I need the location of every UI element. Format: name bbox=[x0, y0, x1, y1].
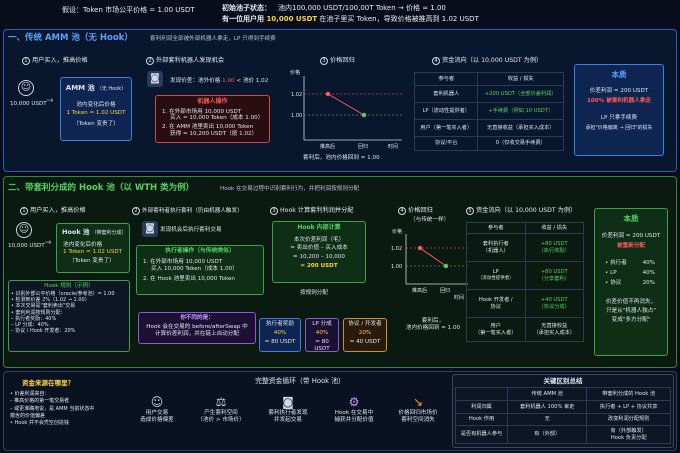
s2-rule-box: Hook 规则（示例） • 识别外部公平价格（oracle/参考池）= 1.00… bbox=[8, 280, 130, 352]
price-line bbox=[419, 247, 447, 267]
tick-1-02: 1.02 bbox=[291, 92, 302, 98]
price-line bbox=[327, 93, 365, 116]
s3-diff-box: 关键区别总结 传统 AMM 池带套利分成的 Hook 池 利润归属套利机器人 1… bbox=[452, 374, 674, 448]
table-row: 套利机器人+200 USDT（全部价差利润） bbox=[413, 85, 564, 103]
s1-bot-find: 发现价差：池外价格 1.00 < 池价 1.02 bbox=[170, 78, 269, 84]
s1-price-chart: 价格 1.02 1.00 推高后 回归 时间 bbox=[290, 69, 402, 150]
point-high bbox=[417, 245, 423, 251]
table-row: Hook 开发者 /协议+40 USDT（协议分成） bbox=[466, 289, 584, 318]
s2-hook-pool-box: Hook 池 （带套利分成） 池内变化后价格 1 Token = 1.02 US… bbox=[56, 223, 130, 273]
s2-price-chart: 价格 1.02 1.00 推高后 回归 时间 bbox=[391, 228, 468, 301]
scale-icon: ⚖ bbox=[215, 395, 227, 409]
table-row: 用户（第一笔买入者）无直接收益（承担买入成本） bbox=[413, 119, 564, 137]
s1-user-amount: 10,000 USDT bbox=[10, 101, 47, 107]
y-label: 价格 bbox=[392, 228, 402, 235]
arrow-icon: → bbox=[44, 238, 52, 248]
s1-amm-pool-box: AMM 池 （无 Hook） 池内变化后价格 1 Token = 1.02 US… bbox=[60, 77, 132, 141]
tick-1-00: 1.00 bbox=[291, 113, 302, 119]
robot-icon: ◙ bbox=[147, 71, 163, 87]
x-label: 时间 bbox=[454, 294, 464, 301]
scenario-text: 有一位用户用 10,000 USDT 在池子里买 Token，导致价格被推高到 … bbox=[222, 15, 479, 23]
user-icon: ☺ bbox=[18, 80, 34, 96]
x-tick-high: 推高后 bbox=[412, 287, 427, 294]
table-row: 利润归属套利机器人 100% 拿走执行者 + LP + 协议共享 bbox=[455, 400, 671, 415]
section1-title: 一、传统 AMM 池（无 Hook） bbox=[8, 33, 133, 43]
s2-flow-table: 参与者收益 / 损失 套利执行者（机器人）+80 USDT（执行奖励） LP（流… bbox=[466, 222, 584, 342]
loop-step: ↘价格回归市场价套利空间消失 bbox=[388, 395, 448, 447]
table-row: LP（流动性提供者）+80 USDT（分享套利） bbox=[466, 261, 584, 290]
section1-note: 套利利润全部被外部机器人拿走，LP 只得到手续费 bbox=[150, 36, 276, 42]
init-label: 初始池子状态： bbox=[222, 4, 271, 12]
section2-title: 二、带套利分成的 Hook 池（以 WTH 类为例） bbox=[8, 183, 195, 193]
x-tick-high: 推高后 bbox=[320, 143, 335, 150]
s2-split-title: 按规则分配 bbox=[300, 290, 328, 296]
user-icon: ☺ bbox=[16, 222, 32, 238]
s1-essence-box: 本质 价差利润 ≈ 200 USDT 100% 被套利机器人拿走 LP 只拿手续… bbox=[574, 64, 664, 156]
chart-icon: ↘ bbox=[412, 395, 424, 409]
section2-note: Hook 在交易过程中识别套利行为，并把利润按规则分配 bbox=[220, 186, 360, 192]
x-tick-back: 回归 bbox=[440, 287, 450, 294]
s2-exec-box: 执行者操作（与传统类似） 1. 在外部市场用 10,000 USDT 买入 10… bbox=[136, 245, 264, 295]
s3-loop: ☺用户交易造成价格偏差 ⚖产生套利空间（池价 > 市场价） ◙套利执行者发现并发… bbox=[128, 395, 448, 447]
point-back bbox=[361, 112, 367, 118]
assumption-text: 假设：Token 市场公平价格 = 1.00 USDT bbox=[62, 6, 195, 14]
table-row: LP（流动性提供者）+手续费（例如 10 USDT） bbox=[413, 102, 564, 120]
point-back bbox=[443, 263, 449, 269]
loop-step: ☺用户交易造成价格偏差 bbox=[128, 395, 186, 447]
x-tick-back: 回归 bbox=[358, 143, 368, 150]
s2-user-amount: 10,000 USDT bbox=[8, 243, 45, 249]
s2-bot-find: 发现机会后执行套利交易 bbox=[160, 227, 222, 233]
loop-step: ⚙Hook 在交易中捕获并分配价值 bbox=[325, 395, 383, 447]
s1-chart-caption: 套利后，池内价格回到 ≈ 1.00 bbox=[303, 155, 380, 161]
s2-step4-sub: （与传统一样） bbox=[410, 217, 450, 223]
table-row: 用户（第一笔买入者）无直接收益（承担买入成本） bbox=[466, 317, 584, 342]
s2-chart-caption: 套利后，池内价格回到 ≈ 1.00 bbox=[405, 318, 461, 331]
tick-1-02: 1.02 bbox=[391, 246, 402, 252]
init-value: 池内100,000 USDT/100,00T Token → 价格 ≈ 1.00 bbox=[278, 4, 446, 12]
table-row: Hook 作用无改变利润分配规则 bbox=[455, 413, 671, 427]
s3-question-box: 资金来源在哪里？ • 价差利润来自： – 推高价格的第一笔交易者 – 或更准确地… bbox=[10, 379, 95, 427]
s3-diff-table: 传统 AMM 池带套利分成的 Hook 池 利润归属套利机器人 100% 拿走执… bbox=[455, 387, 671, 445]
s2-calc-box: Hook 内部计算 本次价差利润（毛） = 卖出价值 – 买入成本 = 10,2… bbox=[272, 221, 366, 283]
s2-diff-box: 你不同的是： Hook 会在交易的 before/afterSwap 中 计算价… bbox=[138, 312, 256, 344]
x-label: 时间 bbox=[388, 143, 398, 150]
s3-loop-title: 完整资金循环（带 Hook 池） bbox=[255, 377, 345, 385]
arrow-icon: → bbox=[46, 96, 54, 106]
header: 假设：Token 市场公平价格 = 1.00 USDT 初始池子状态： 池内10… bbox=[0, 2, 680, 28]
robot-icon: ◙ bbox=[282, 395, 294, 409]
s1-flow-table: 参与者收益 / 损失 套利机器人+200 USDT（全部价差利润） LP（流动性… bbox=[413, 72, 564, 151]
y-label: 价格 bbox=[290, 69, 300, 76]
table-row: 是否有机器人参与有（外部）有（外部触发）Hook 负责分配 bbox=[455, 425, 671, 445]
tick-1-00: 1.00 bbox=[391, 264, 402, 270]
robot-icon: ◙ bbox=[142, 221, 158, 237]
gear-icon: ⚙ bbox=[348, 395, 360, 409]
loop-step: ⚖产生套利空间（池价 > 市场价） bbox=[191, 395, 251, 447]
table-row: 套利执行者（机器人）+80 USDT（执行奖励） bbox=[466, 233, 584, 262]
s1-bot-op-box: 机器人操作 1. 在外部市场用 10,000 USDT 买入 ≈ 10,000 … bbox=[155, 95, 270, 143]
loop-step: ◙套利执行者发现并发起交易 bbox=[256, 395, 320, 447]
point-high bbox=[325, 91, 331, 97]
user-icon: ☺ bbox=[150, 395, 164, 409]
